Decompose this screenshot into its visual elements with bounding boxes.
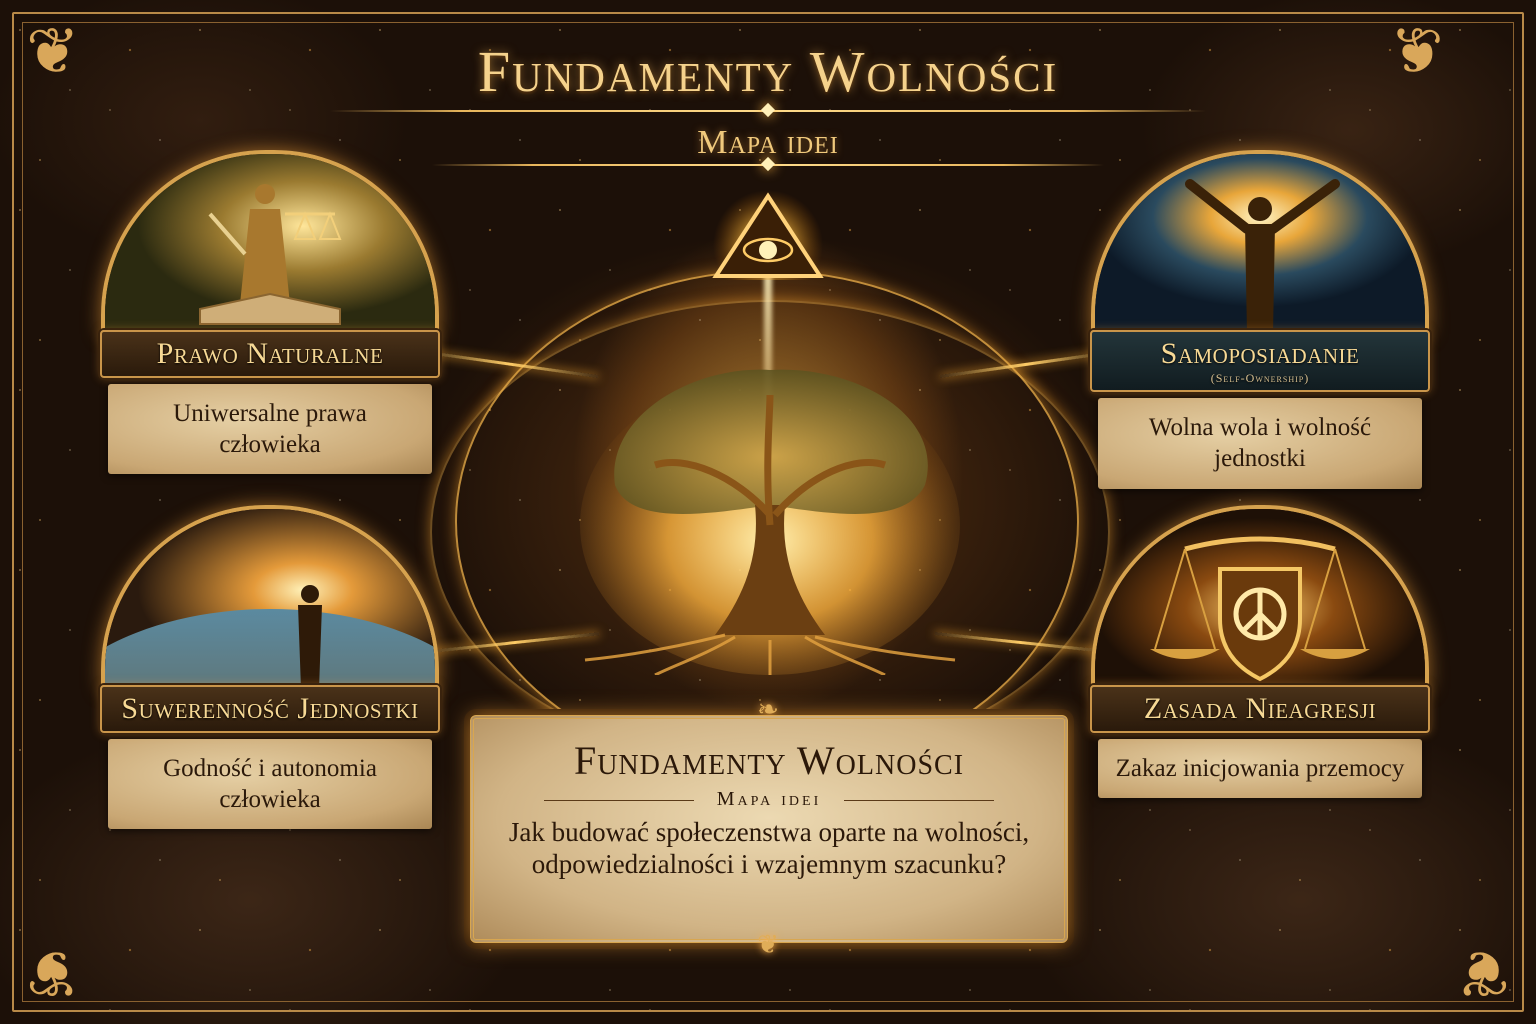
- corner-flourish-icon: ❦: [1456, 937, 1510, 1008]
- page-title: Fundamenty Wolności: [477, 39, 1059, 104]
- title-divider: [330, 102, 1206, 118]
- ornament-icon: ❧: [757, 695, 779, 724]
- node-subtitle: (Self-Ownership): [1210, 370, 1310, 385]
- radiant-figure-icon: [1095, 154, 1425, 334]
- ornament-icon: ❦: [757, 930, 779, 959]
- node-medallion: [101, 505, 439, 689]
- node-title-text: Suwerenność Jednostki: [121, 692, 419, 725]
- node-medallion: [1091, 150, 1429, 334]
- light-beam: [764, 240, 772, 470]
- node-title: Zasada Nieagresji: [1090, 685, 1430, 733]
- corner-flourish-icon: ❦: [26, 937, 80, 1008]
- inner-frame: [22, 22, 1514, 1002]
- node-description: Uniwersalne prawa człowieka: [108, 383, 432, 474]
- node-description: Godność i autonomia człowieka: [108, 738, 432, 829]
- scales-shield-peace-icon: [1095, 509, 1425, 689]
- node-title: Samoposiadanie (Self-Ownership): [1090, 330, 1430, 393]
- person-earth-sunrise-icon: [105, 509, 435, 689]
- node-zasada-nieagresji: Zasada Nieagresji Zakaz inicjowania prze…: [1085, 505, 1435, 798]
- node-medallion: [101, 150, 439, 334]
- outer-frame: [12, 12, 1524, 1012]
- node-title: Suwerenność Jednostki: [100, 685, 440, 733]
- page-subtitle: Mapa idei: [697, 124, 839, 161]
- node-description: Wolna wola i wolność jednostki: [1098, 398, 1422, 489]
- node-medallion: [1091, 505, 1429, 689]
- node-title-text: Samoposiadanie: [1160, 337, 1360, 370]
- node-samoposiadanie: Samoposiadanie (Self-Ownership) Wolna wo…: [1085, 150, 1435, 489]
- node-title-text: Prawo Naturalne: [156, 337, 384, 370]
- node-title-text: Zasada Nieagresji: [1143, 692, 1377, 725]
- card-subtitle: Mapa idei: [474, 788, 1064, 811]
- node-suwerennosc-jednostki: Suwerenność Jednostki Godność i autonomi…: [95, 505, 445, 829]
- card-question: Jak budować społeczenstwa oparte na woln…: [508, 817, 1030, 879]
- subtitle-divider: [432, 156, 1104, 172]
- node-prawo-naturalne: Prawo Naturalne Uniwersalne prawa człowi…: [95, 150, 445, 474]
- card-title: Fundamenty Wolności: [573, 738, 965, 783]
- central-question-card: Fundamenty Wolności Mapa idei Jak budowa…: [470, 715, 1068, 943]
- lady-justice-icon: [105, 154, 435, 334]
- node-description: Zakaz inicjowania przemocy: [1098, 738, 1422, 798]
- tree-of-life-icon: [580, 369, 960, 675]
- node-title: Prawo Naturalne: [100, 330, 440, 378]
- corner-flourish-icon: ❦: [26, 16, 80, 87]
- eye-of-providence-icon: [712, 190, 824, 280]
